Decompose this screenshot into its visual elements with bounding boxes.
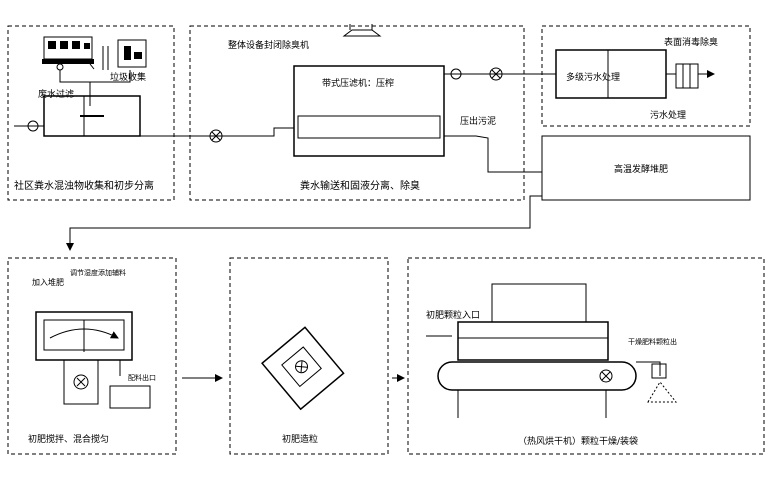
stage4-box (541, 135, 751, 201)
stage6-box (229, 257, 389, 455)
granulator-icon (261, 326, 345, 411)
fan-icon (342, 24, 382, 37)
granule-pile-icon (647, 363, 678, 403)
feed-note-label: 调节湿度添加辅料 (70, 268, 126, 277)
press-title: 带式压滤机：压榨 (322, 77, 394, 89)
add-material-label: 加入堆肥 (32, 277, 64, 287)
composting-label: 高温发酵堆肥 (614, 163, 668, 175)
stage1-caption: 社区粪水混浊物收集和初步分离 (14, 179, 154, 192)
dryer-hood (491, 283, 587, 323)
stage5-box (7, 257, 177, 455)
stage2-caption: 粪水输送和固液分离、除臭 (300, 179, 420, 192)
stage2-box (189, 25, 525, 201)
stage3-caption: 污水处理 (650, 109, 686, 121)
stage2-top-note: 整体设备封闭除臭机 (228, 39, 309, 51)
sewage-treatment-label: 多级污水处理 (566, 71, 620, 83)
press-belt (297, 115, 441, 139)
wastewater-filter-label: 废水过滤 (38, 88, 74, 100)
toilet-icon (102, 39, 147, 70)
stage7-caption: （热风烘干机）颗粒干燥/装袋 (518, 435, 638, 447)
deodorizer-label: 表面消毒除臭 (664, 36, 718, 48)
filter-tank (43, 95, 141, 137)
collection-bin (109, 385, 151, 409)
outlet-label: 配料出口 (128, 373, 156, 382)
motor-icon (73, 374, 89, 390)
belt-press (293, 65, 445, 157)
press-sludge-label: 压出污泥 (460, 115, 496, 127)
valve-icon-2 (450, 68, 462, 80)
mixer-motor (63, 359, 99, 405)
stage7-box (407, 257, 765, 455)
dry-granule-outlet-label: 干燥肥料颗粒出 (628, 337, 677, 346)
residential-building-icon (42, 36, 95, 71)
stage5-caption: 初肥搅拌、混合搅匀 (28, 433, 109, 445)
inlet-label: 初肥颗粒入口 (426, 309, 480, 321)
deodorizer-icon (675, 63, 699, 89)
pump-icon-1 (209, 129, 223, 143)
conveyor-belt (437, 361, 637, 418)
garbage-collection-label: 垃圾收集 (110, 71, 146, 83)
pump-icon-2 (489, 67, 503, 81)
stage1-box (7, 25, 175, 201)
inlet-valve-icon (27, 120, 39, 132)
dryer-body (457, 321, 609, 361)
stage6-caption: 初肥造粒 (282, 433, 318, 445)
